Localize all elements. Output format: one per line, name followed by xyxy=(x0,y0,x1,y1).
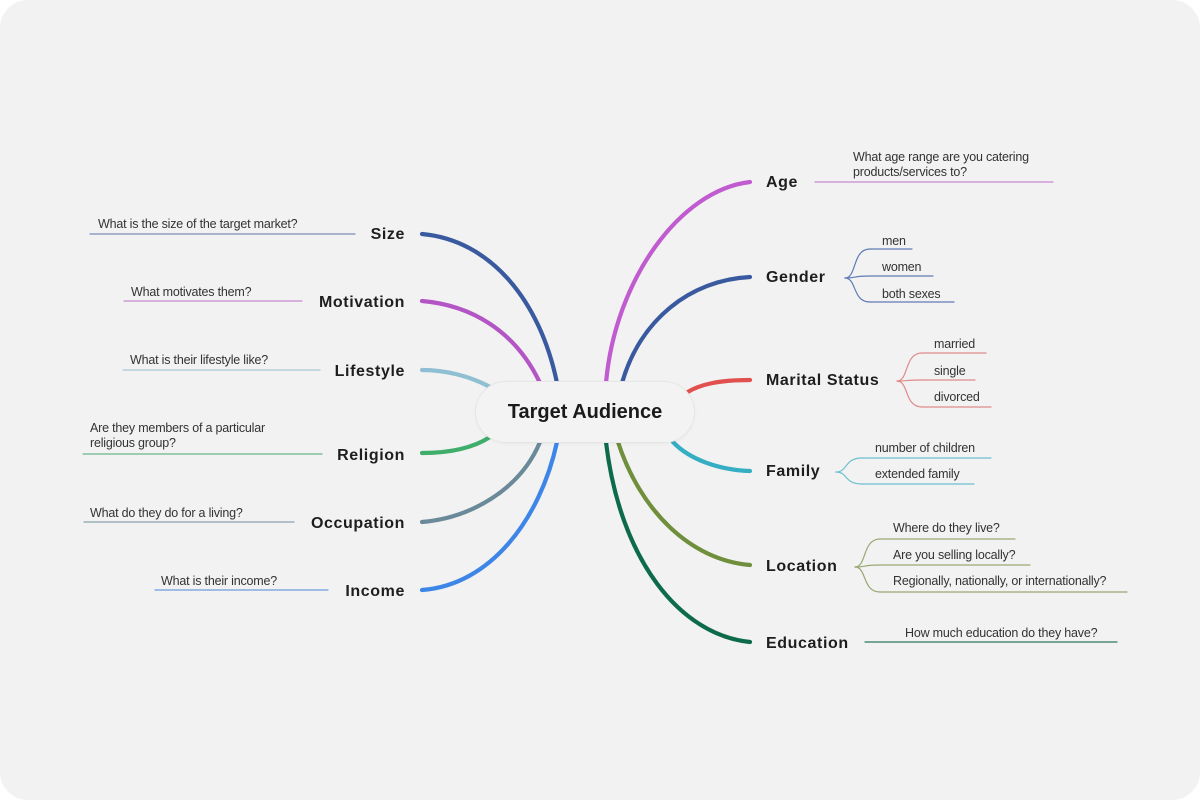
fork-connector-marital-status xyxy=(896,380,923,408)
branch-motivation xyxy=(419,298,543,386)
fork-connector-family xyxy=(835,457,863,473)
subtopic-women[interactable]: women xyxy=(882,260,922,274)
topic-family[interactable]: Family xyxy=(766,463,821,480)
note-size[interactable]: What is the size of the target market? xyxy=(98,217,298,231)
topic-age[interactable]: Age xyxy=(766,174,799,191)
topic-location[interactable]: Location xyxy=(766,558,838,575)
branch-gender xyxy=(619,274,753,386)
subtopic-are-you-selling-locally[interactable]: Are you selling locally? xyxy=(893,548,1016,562)
note-age[interactable]: What age range are you catering xyxy=(853,150,1029,164)
subtopic-where-do-they-live[interactable]: Where do they live? xyxy=(893,521,1000,535)
subtopic-extended-family[interactable]: extended family xyxy=(875,467,960,481)
topic-size[interactable]: Size xyxy=(370,226,405,243)
topic-motivation[interactable]: Motivation xyxy=(319,294,405,311)
note-income[interactable]: What is their income? xyxy=(161,574,277,588)
branch-religion xyxy=(419,434,493,456)
topic-marital-status[interactable]: Marital Status xyxy=(766,372,880,389)
subtopic-number-of-children[interactable]: number of children xyxy=(875,441,975,455)
topic-gender[interactable]: Gender xyxy=(766,269,826,286)
central-topic-label: Target Audience xyxy=(507,400,663,423)
subtopic-how-much-education-do-they-have[interactable]: How much education do they have? xyxy=(905,626,1098,640)
subtopic-men[interactable]: men xyxy=(882,234,906,248)
topic-lifestyle[interactable]: Lifestyle xyxy=(334,363,405,380)
subtopic-both-sexes[interactable]: both sexes xyxy=(882,287,941,301)
topic-religion[interactable]: Religion xyxy=(337,447,405,464)
note-religion[interactable]: Are they members of a particular xyxy=(90,421,265,435)
fork-connector-family xyxy=(835,471,863,485)
topic-income[interactable]: Income xyxy=(345,583,405,600)
fork-connector-location xyxy=(854,538,881,568)
branch-lifestyle xyxy=(419,367,493,390)
topic-education[interactable]: Education xyxy=(766,635,849,652)
subtopic-single[interactable]: single xyxy=(934,364,966,378)
note-age[interactable]: products/services to? xyxy=(853,165,967,179)
fork-connector-marital-status xyxy=(896,352,923,382)
branch-family xyxy=(670,439,753,474)
fork-connector-location xyxy=(854,566,881,593)
subtopic-divorced[interactable]: divorced xyxy=(934,390,980,404)
fork-connector-gender xyxy=(844,248,871,279)
central-topic-target-audience[interactable]: Target Audience xyxy=(476,382,694,442)
fork-connector-gender xyxy=(844,277,871,303)
branch-marital-status xyxy=(683,377,753,396)
branch-income xyxy=(419,439,560,593)
note-occupation[interactable]: What do they do for a living? xyxy=(90,506,243,520)
note-religion[interactable]: religious group? xyxy=(90,436,176,450)
branch-occupation xyxy=(419,439,543,525)
note-lifestyle[interactable]: What is their lifestyle like? xyxy=(130,353,268,367)
note-motivation[interactable]: What motivates them? xyxy=(131,285,252,299)
branch-education xyxy=(603,439,753,645)
subtopic-married[interactable]: married xyxy=(934,337,975,351)
topic-occupation[interactable]: Occupation xyxy=(310,515,405,532)
subtopic-regionally-nationally-or-internationally[interactable]: Regionally, nationally, or international… xyxy=(893,574,1107,588)
branch-age xyxy=(603,179,753,386)
branch-size xyxy=(419,231,560,386)
branch-location xyxy=(615,439,753,568)
